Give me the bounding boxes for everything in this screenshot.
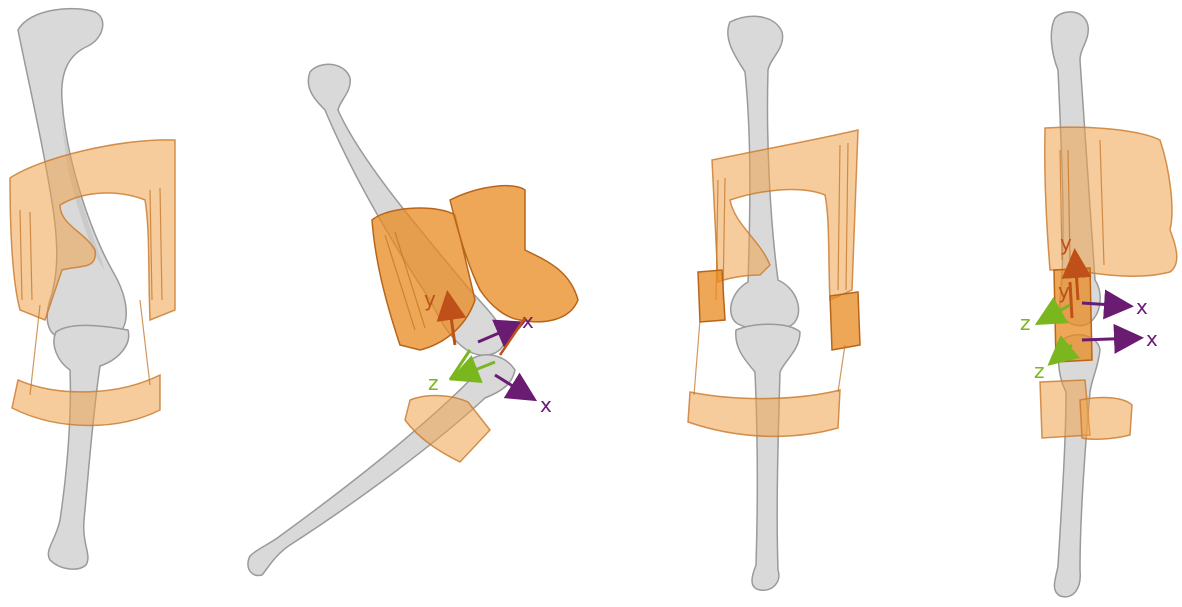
y-axis-label: y	[1060, 231, 1072, 255]
y-axis-label-2: y	[1058, 279, 1070, 303]
y-axis-label: y	[424, 287, 436, 311]
panel-side: y y x z x z	[1020, 12, 1177, 597]
y-axis-arrow-2	[1070, 282, 1072, 318]
x-axis-label-2: x	[1146, 327, 1158, 351]
x-axis-label: x	[1136, 295, 1148, 319]
panel-front	[688, 16, 860, 590]
x-axis-arrow-2	[1082, 338, 1138, 340]
z-axis-label: z	[1020, 311, 1031, 335]
x-axis-label-2: x	[540, 393, 552, 417]
z-axis-label: z	[428, 371, 439, 395]
tibia-bone	[48, 325, 128, 569]
panel-front-oblique	[10, 9, 175, 570]
tibia-bone	[248, 355, 515, 576]
tibia-bone	[736, 324, 800, 590]
panel-flexed-side: y x z x	[248, 64, 578, 575]
z-axis-label-2: z	[1034, 359, 1045, 383]
tibia-bone	[1054, 335, 1100, 597]
